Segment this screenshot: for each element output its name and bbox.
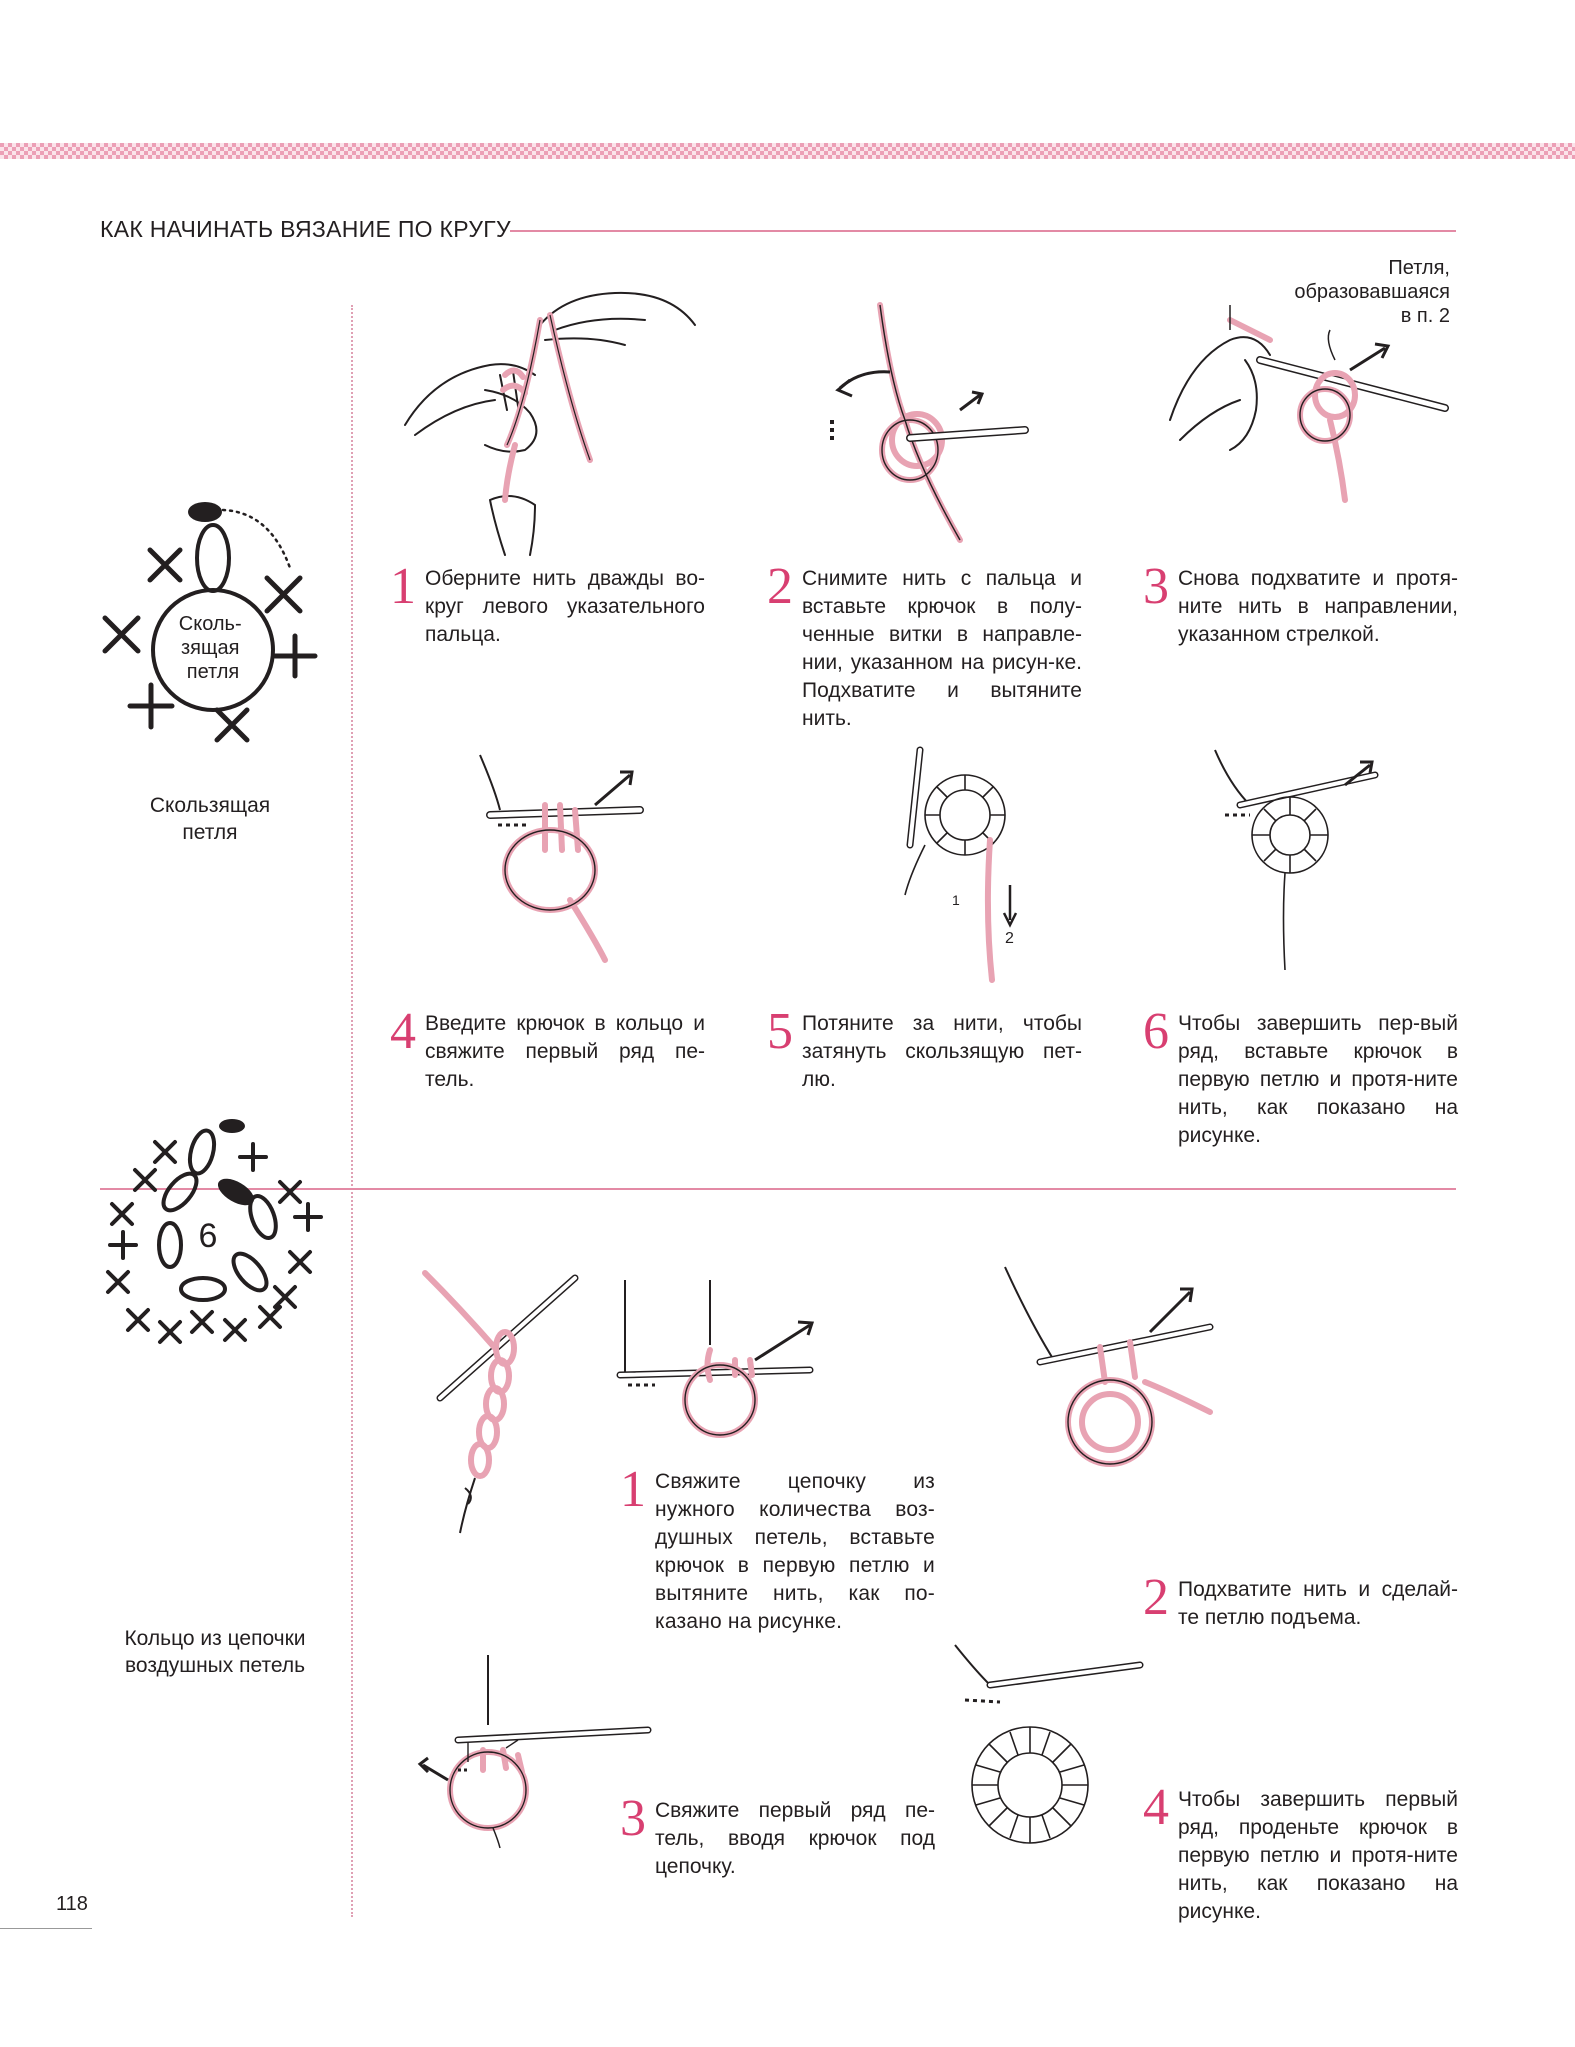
step-text: Чтобы завершить первый ряд, проденьте кр… [1178, 1788, 1458, 1923]
chain-loop [231, 1251, 269, 1293]
slip-loop-step-6: 6 Чтобы завершить пер-вый ряд, вставьте … [1138, 1003, 1458, 1150]
chain-loop [179, 1276, 227, 1302]
page-number-rule [0, 1928, 92, 1929]
diagram-label-line: петля [187, 661, 240, 683]
step-number: 1 [620, 1461, 646, 1518]
starting-stitch [219, 1119, 245, 1133]
step-text: Свяжите цепочку из нужного количества во… [655, 1470, 935, 1633]
step-number: 4 [1143, 1779, 1169, 1836]
chain-loop [195, 523, 231, 593]
illustration-step-6 [1214, 749, 1379, 971]
page-number: 118 [56, 1893, 88, 1915]
chain-ring-step-1: 1 Свяжите цепочку из нужного количества … [615, 1461, 935, 1636]
step-number: 2 [1143, 1569, 1169, 1626]
slip-loop-step-4: 4 Введите крючок в кольцо и свяжите перв… [385, 1003, 705, 1094]
step-number: 2 [767, 558, 793, 615]
illustration-step-2 [830, 302, 1029, 543]
step-text: Оберните нить дважды во-круг левого указ… [425, 567, 705, 646]
step-number: 6 [1143, 1003, 1169, 1060]
step-text: Чтобы завершить пер-вый ряд, вставьте кр… [1178, 1012, 1458, 1147]
chain-illustration-step-1 [422, 1270, 579, 1534]
step-number: 1 [390, 558, 416, 615]
step-number: 3 [620, 1790, 646, 1847]
section-title: КАК НАЧИНАТЬ ВЯЗАНИЕ ПО КРУГУ [100, 216, 511, 242]
title-rule [510, 230, 1456, 232]
chain-ring-step-3: 3 Свяжите первый ряд пе-тель, вводя крюч… [615, 1790, 935, 1881]
illustration-step-1 [404, 291, 696, 556]
chain-illustration-step-1b [616, 1280, 815, 1438]
illustration-step-3 [1169, 305, 1449, 503]
pull-label-1: 1 [952, 892, 960, 908]
step-text: Подхватите нить и сделай-те петлю подъем… [1178, 1578, 1458, 1629]
chain-illustration-step-4 [954, 1644, 1144, 1844]
callout-label: Петля, образовавшаяся в п. 2 [1294, 257, 1450, 327]
step-number: 4 [390, 1003, 416, 1060]
step-text: Свяжите первый ряд пе-тель, вводя крючок… [655, 1799, 935, 1878]
column-divider [351, 305, 353, 1917]
chain-ring-symbol-diagram: 6 [106, 1119, 323, 1344]
illustration-step-4 [479, 754, 644, 963]
section-divider [100, 1188, 1456, 1190]
slip-loop-step-3: 3 Снова подхватите и протя-ните нить в н… [1138, 558, 1458, 649]
slip-loop-symbol-diagram: Сколь- зящая петля [102, 502, 318, 743]
chain-loop [161, 1171, 199, 1213]
step-number: 3 [1143, 558, 1169, 615]
illustration-step-5: 1 2 [904, 746, 1018, 983]
step-text: Снова подхватите и протя-ните нить в нап… [1178, 567, 1458, 646]
chain-illustration-step-3 [417, 1655, 652, 1849]
slip-loop-step-5: 5 Потяните за нити, чтобы затянуть сколь… [762, 1003, 1082, 1094]
diagram-label-line: зящая [181, 637, 239, 659]
chain-illustration-step-2 [1004, 1266, 1214, 1467]
step-text: Потяните за нити, чтобы затянуть скользя… [802, 1012, 1082, 1091]
pull-label-2: 2 [1005, 930, 1014, 947]
step-text: Снимите нить с пальца и вставьте крючок … [802, 567, 1082, 730]
diagram-number: 6 [199, 1217, 218, 1255]
chain-ring-step-4: 4 Чтобы завершить первый ряд, проденьте … [1138, 1779, 1458, 1926]
decorative-border [0, 143, 1575, 159]
chain-loop [157, 1221, 183, 1269]
diagram-label-line: Сколь- [179, 613, 242, 635]
slip-loop-step-2: 2 Снимите нить с пальца и вставьте крючо… [762, 558, 1082, 733]
step-number: 5 [767, 1003, 793, 1060]
slip-stitch [217, 1178, 255, 1206]
slip-loop-step-1: 1 Оберните нить дважды во-круг левого ук… [385, 558, 705, 649]
diagram-label: Сколь- зящая петля [179, 613, 247, 683]
chain-loop [187, 1128, 217, 1176]
chain-ring-caption: Кольцо из цепочки воздушных петель [124, 1627, 306, 1677]
chain-ring-step-2: 2 Подхватите нить и сделай-те петлю подъ… [1138, 1569, 1458, 1632]
chain-loop [248, 1193, 278, 1241]
slip-loop-caption: Скользящая петля [149, 794, 271, 844]
starting-stitch [188, 502, 222, 522]
step-text: Введите крючок в кольцо и свяжите первый… [425, 1012, 705, 1091]
